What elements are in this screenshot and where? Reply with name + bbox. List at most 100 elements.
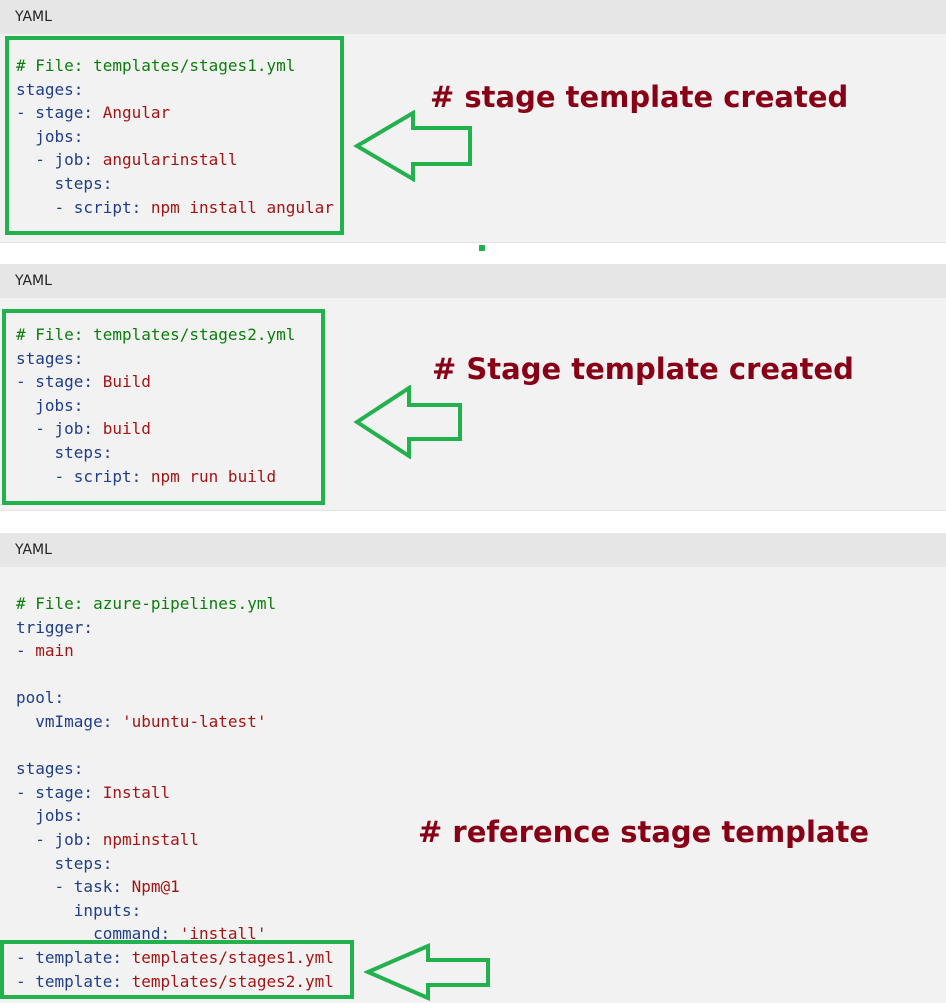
code-line: vmImage: 'ubuntu-latest' — [16, 710, 334, 734]
code-dash: - — [16, 103, 36, 123]
code-indent — [16, 901, 74, 920]
code-value: templates/stages2.yml — [121, 971, 334, 991]
code-line: # File: templates/stages1.yml — [16, 54, 334, 78]
code-dash: - — [54, 466, 74, 486]
code-line: - script: npm install angular — [16, 196, 334, 220]
code-key: job: — [54, 829, 94, 849]
code-line: jobs: — [16, 804, 334, 828]
code-value: 'install' — [170, 924, 267, 944]
code-key: stages: — [16, 79, 84, 99]
code-indent — [16, 712, 35, 731]
divider — [0, 242, 946, 243]
code-line: inputs: — [16, 899, 334, 923]
highlight-box-stages1 — [5, 36, 344, 235]
code-line: - main — [16, 639, 334, 663]
code-dash: - — [16, 971, 36, 991]
code-line: - template: templates/stages2.yml — [16, 970, 334, 994]
code-dash: - — [35, 419, 55, 439]
code-line: - job: npminstall — [16, 828, 334, 852]
code-line: - task: Npm@1 — [16, 875, 334, 899]
code-dash: - — [16, 641, 36, 661]
code-key: job: — [54, 150, 94, 170]
code-value: Npm@1 — [121, 877, 180, 897]
code-value: npm install angular — [141, 197, 334, 217]
code-key: jobs: — [35, 395, 84, 415]
highlight-box-template-refs — [0, 940, 354, 999]
left-arrow-icon — [353, 385, 462, 459]
code-indent — [16, 854, 55, 873]
code-line: # File: azure-pipelines.yml — [16, 592, 334, 616]
code-line: - stage: Build — [16, 370, 295, 394]
code-value: Build — [93, 372, 151, 392]
code-line — [16, 734, 334, 758]
code-value: npm run build — [141, 466, 277, 486]
code-key: jobs: — [35, 806, 84, 826]
code-value: Angular — [93, 103, 171, 123]
code-line: jobs: — [16, 394, 295, 418]
code-value: Install — [93, 782, 171, 802]
code-line: - script: npm run build — [16, 465, 295, 489]
code-line: steps: — [16, 172, 334, 196]
code-dash: - — [16, 947, 36, 967]
code-line: stages: — [16, 78, 334, 102]
code-line: - stage: Install — [16, 781, 334, 805]
code-key: stage: — [35, 372, 94, 392]
code-dash: - — [35, 150, 55, 170]
code-key: stages: — [16, 759, 84, 779]
annotation-stage-template-created-2: # Stage template created — [432, 352, 854, 386]
code-key: trigger: — [16, 617, 94, 637]
code-key: steps: — [54, 853, 113, 873]
code-line: steps: — [16, 852, 334, 876]
code-line: # File: templates/stages2.yml — [16, 323, 295, 347]
highlight-box-stages2 — [2, 309, 325, 505]
code-key: steps: — [54, 442, 113, 462]
code-indent — [16, 806, 35, 825]
annotation-reference-stage-template: # reference stage template — [418, 815, 869, 849]
code-key: template: — [35, 947, 122, 967]
code-value: angularinstall — [93, 150, 238, 170]
code-block-header-2: YAML — [0, 264, 946, 298]
code-line: - job: angularinstall — [16, 148, 334, 172]
code-line — [16, 663, 334, 687]
code-line: jobs: — [16, 125, 334, 149]
code-comment: # File: templates/stages1.yml — [16, 56, 296, 75]
code-line: - stage: Angular — [16, 101, 334, 125]
code-block-header-1: YAML — [0, 0, 946, 34]
code-key: stage: — [35, 782, 94, 802]
code-comment: # File: azure-pipelines.yml — [16, 594, 277, 613]
code-key: pool: — [16, 688, 65, 708]
code-key: command: — [93, 924, 171, 944]
code-value: npminstall — [93, 829, 200, 849]
code-indent — [16, 877, 55, 896]
annotation-stage-template-created: # stage template created — [430, 80, 849, 114]
code-dash: - — [35, 829, 55, 849]
code-key: stages: — [16, 348, 84, 368]
code-value: main — [35, 641, 74, 661]
code-value: build — [93, 419, 151, 439]
code-key: stage: — [35, 103, 94, 123]
code-line: pool: — [16, 686, 334, 710]
left-arrow-icon — [353, 110, 472, 182]
code-key: inputs: — [73, 900, 142, 920]
code-dash: - — [16, 782, 36, 802]
code-line: - job: build — [16, 417, 295, 441]
green-dot — [479, 245, 485, 251]
code-line: trigger: — [16, 616, 334, 640]
code-line: - template: templates/stages1.yml — [16, 946, 334, 970]
code-value: 'ubuntu-latest' — [112, 711, 267, 731]
code-key: task: — [73, 877, 122, 897]
code-key: steps: — [54, 173, 113, 193]
code-line: stages: — [16, 347, 295, 371]
code-comment: # File: templates/stages2.yml — [16, 325, 296, 344]
code-dash: - — [54, 877, 74, 897]
code-key: template: — [35, 971, 122, 991]
left-arrow-icon — [364, 943, 490, 1001]
code-dash: - — [16, 372, 36, 392]
code-key: script: — [73, 197, 142, 217]
code-value: templates/stages1.yml — [121, 947, 334, 967]
